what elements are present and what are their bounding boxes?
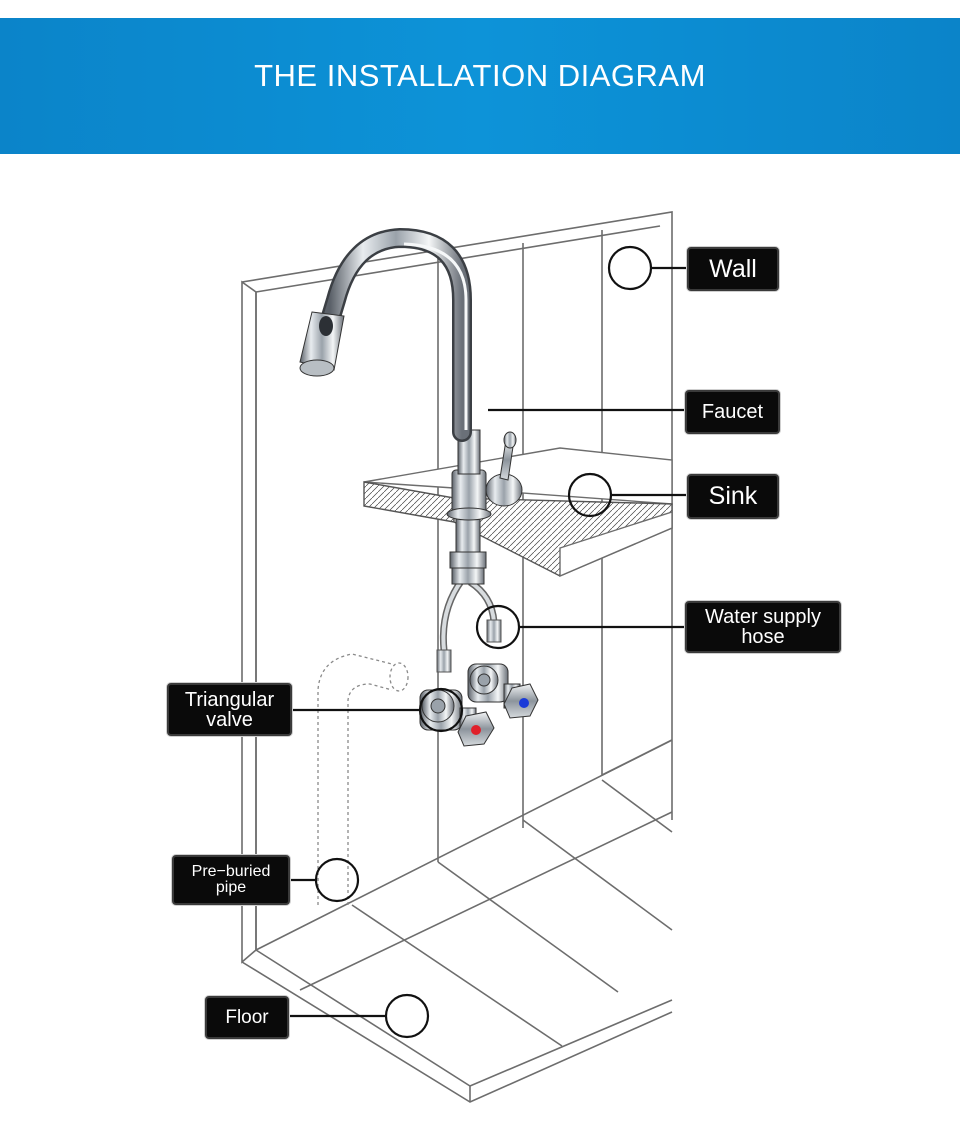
pre-buried-pipe-label-line2: pipe <box>215 879 247 896</box>
water-supply-hose-drawing <box>436 577 502 673</box>
water-supply-hose-label: Water supply hose <box>685 601 841 653</box>
water-supply-hose-label-line2: hose <box>741 626 785 648</box>
wall-label-text: Wall <box>709 254 757 283</box>
pre-buried-pipe-drawing <box>317 653 409 905</box>
page-title: THE INSTALLATION DIAGRAM <box>254 58 706 93</box>
triangular-valve-label-line2: valve <box>206 708 253 731</box>
wall-label: Wall <box>687 247 779 291</box>
water-supply-hose-label-line1: Water supply <box>705 606 821 628</box>
triangular-valves-drawing <box>419 663 539 747</box>
faucet-drawing <box>299 227 523 585</box>
faucet-label: Faucet <box>685 390 780 434</box>
callouts <box>286 245 688 1039</box>
header-banner: THE INSTALLATION DIAGRAM <box>0 18 960 154</box>
floor-label: Floor <box>205 996 289 1039</box>
triangular-valve-label: Triangular valve <box>167 683 292 736</box>
sink-label: Sink <box>687 474 779 519</box>
pre-buried-pipe-label-line1: Pre−buried <box>191 863 271 880</box>
pre-buried-pipe-label: Pre−buried pipe <box>172 855 290 905</box>
sink-slab-drawing <box>363 447 673 578</box>
floor-label-text: Floor <box>225 1007 269 1028</box>
faucet-label-text: Faucet <box>701 401 764 423</box>
sink-label-text: Sink <box>708 482 758 510</box>
triangular-valve-label-line1: Triangular <box>184 688 275 711</box>
